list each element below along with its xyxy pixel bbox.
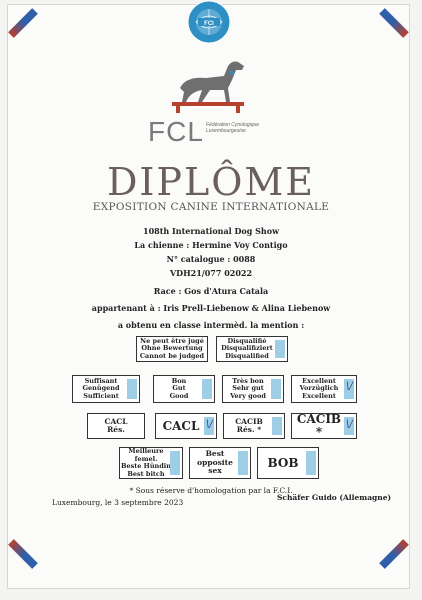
checkbox-area	[271, 379, 281, 399]
checkbox-area: \/	[204, 417, 214, 435]
judge-name: Schäfer Guido (Allemagne)	[277, 493, 392, 502]
breed: Race : Gos d'Atura Catala	[153, 286, 269, 296]
dog-name: La chienne : Hermine Voy Contigo	[134, 240, 288, 250]
corner-ribbon-top-right	[379, 8, 409, 38]
result-intro: a obtenu en classe intermèd. la mention …	[117, 320, 305, 330]
tick-mark-icon: \/	[346, 419, 353, 430]
checkbox-area: \/	[344, 379, 354, 399]
checkbox-area	[202, 379, 212, 399]
catalogue-number: N° catalogue : 0088	[166, 254, 256, 264]
box-good: Bon Gut Good	[153, 375, 215, 403]
box-sufficient: Suffisant Genügend Sufficient	[72, 375, 140, 403]
checkbox-area: \/	[344, 417, 354, 435]
box-bob: BOB	[257, 447, 319, 479]
diploma-sheet	[7, 4, 410, 589]
fci-seal-label: FCI	[204, 21, 214, 27]
box-best-female: Meilleure femel. Beste Hündin Best bitch	[119, 447, 183, 479]
box-excellent: Excellent Vorzüglich Excellent \/	[291, 375, 357, 403]
corner-ribbon-bottom-right	[379, 539, 409, 569]
show-name: 108th International Dog Show	[143, 226, 279, 236]
diploma-title: DIPLÔME	[106, 160, 316, 204]
checkbox-area	[275, 340, 285, 358]
diploma-subtitle: EXPOSITION CANINE INTERNATIONALE	[92, 201, 330, 213]
fcl-logo-text: FCL	[148, 116, 204, 147]
checkbox-area	[127, 379, 137, 399]
footnote: * Sous réserve d'homologation par la F.C…	[129, 486, 293, 495]
box-cacl-res: CACL Rés.	[87, 413, 145, 439]
place-date: Luxembourg, le 3 septembre 2023	[52, 498, 184, 507]
corner-ribbon-top-left	[8, 8, 38, 38]
checkbox-area	[238, 451, 248, 475]
dog-logo-icon	[172, 61, 244, 113]
box-very-good: Très bon Sehr gut Very good	[222, 375, 284, 403]
checkbox-area	[170, 451, 180, 475]
checkbox-area	[306, 451, 316, 475]
box-best-opposite-sex: Best opposite sex	[189, 447, 251, 479]
registration-number: VDH21/077 02022	[169, 268, 253, 278]
fcl-logo: FCL Fédération Cynologique Luxembourgeoi…	[148, 116, 268, 147]
box-cacib-res: CACIB Rés. *	[223, 413, 285, 439]
fcl-logo-subtitle: Fédération Cynologique Luxembourgeoise	[206, 122, 260, 134]
tick-mark-icon: \/	[346, 381, 353, 392]
corner-ribbon-bottom-left	[8, 539, 38, 569]
box-not-judged: Ne peut être jugé Ohne Bewertung Cannot …	[136, 336, 208, 362]
fci-seal-logo: FCI	[187, 0, 231, 44]
tick-mark-icon: \/	[206, 419, 213, 430]
box-disqualified: Disqualifié Disqualifiziert Disqualified	[216, 336, 288, 362]
box-cacl: CACL \/	[155, 413, 217, 439]
checkbox-area	[272, 417, 282, 435]
owner: appartenant à : Iris Prell-Liebenow & Al…	[91, 303, 331, 313]
box-cacib: CACIB * \/	[291, 413, 357, 439]
